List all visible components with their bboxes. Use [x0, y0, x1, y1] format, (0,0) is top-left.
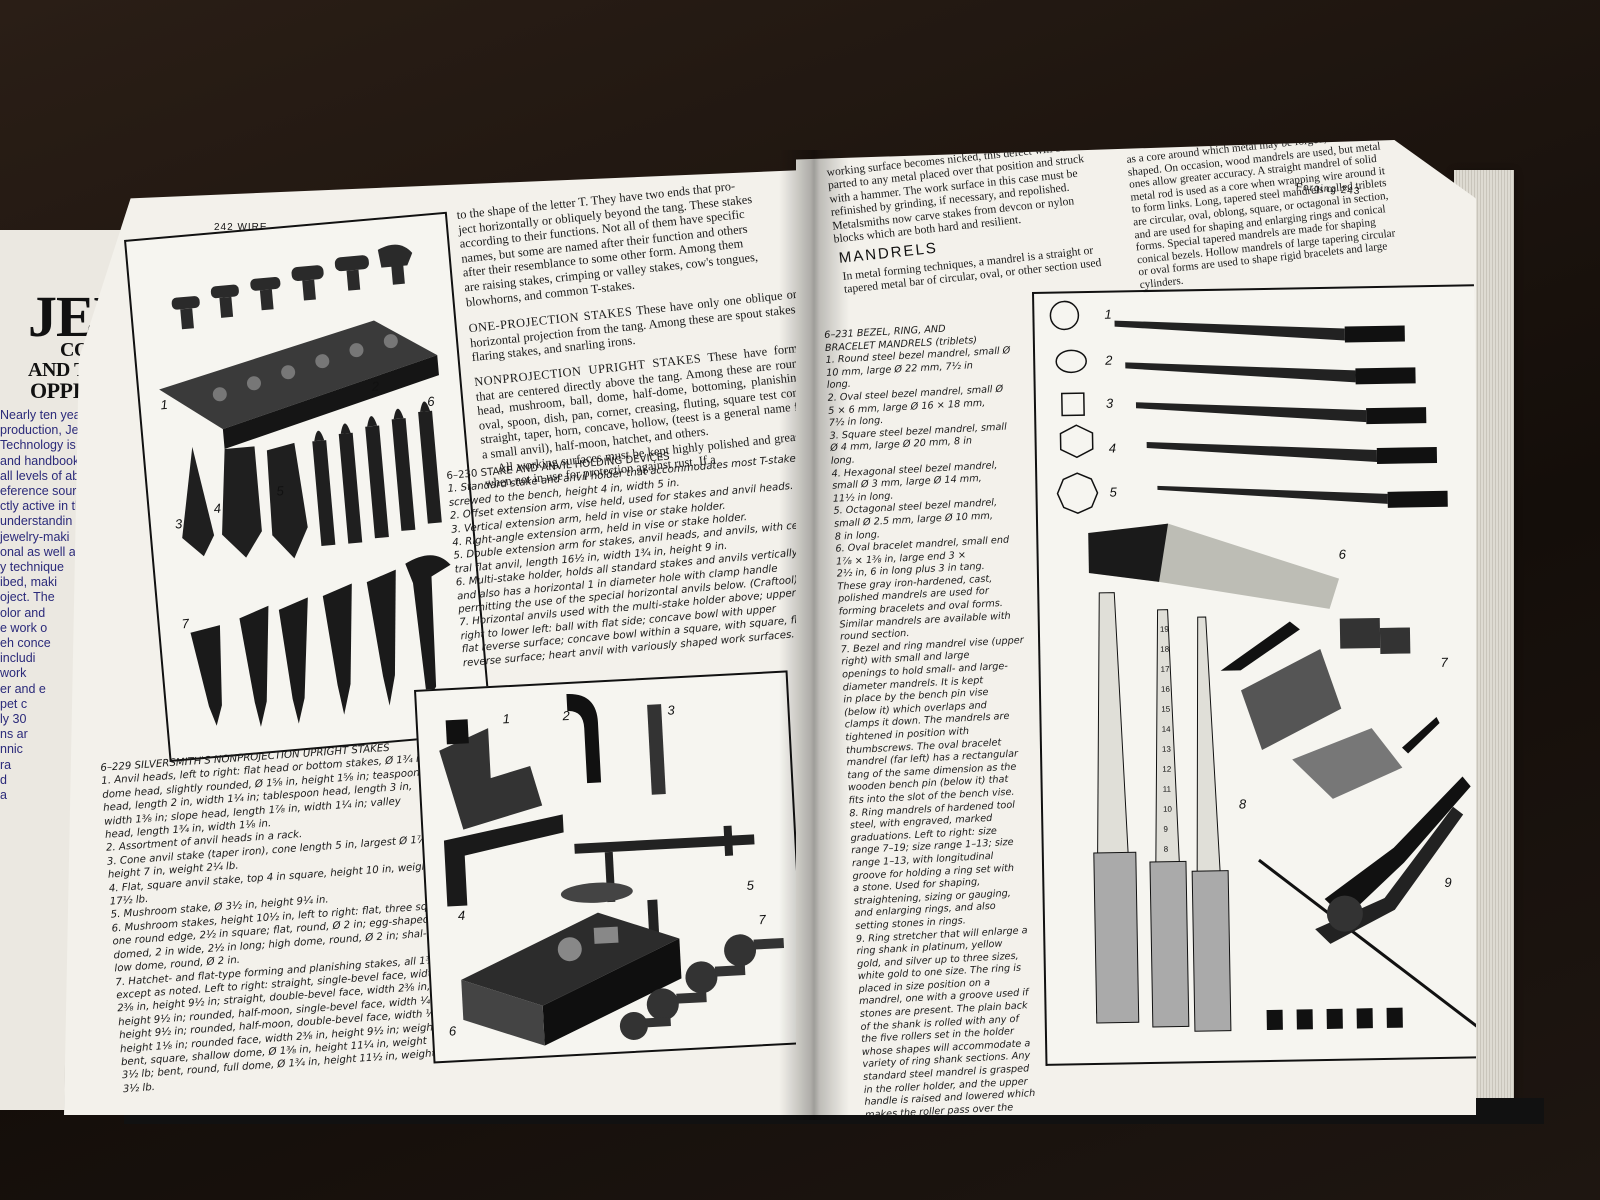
- plate230-label-7: 7: [758, 912, 767, 927]
- plate230-label-3: 3: [667, 702, 676, 717]
- plate231-label-9: 9: [1444, 875, 1451, 890]
- cover-blurb-line: ctly active in th: [0, 499, 82, 514]
- plate229-label-7: 7: [181, 616, 190, 632]
- cover-blurb-line: nnic: [0, 742, 23, 757]
- offset-arm-icon: [566, 694, 602, 784]
- mandrel-icon: [1114, 320, 1448, 508]
- stake-icon: [182, 401, 442, 559]
- cover-blurb-line: ibed, maki: [0, 575, 57, 590]
- plate231-label-5: 5: [1109, 485, 1117, 500]
- plate231-label-6: 6: [1338, 547, 1346, 562]
- plate229-label-5: 5: [276, 483, 285, 499]
- section-shapes: [1049, 300, 1099, 515]
- plate229-label-4: 4: [213, 501, 222, 517]
- cover-blurb-line: ns ar: [0, 727, 28, 742]
- anvil-rack-icon: [159, 320, 439, 450]
- plate231-label-1: 1: [1104, 307, 1111, 322]
- cover-blurb-line: ly 30: [0, 712, 27, 727]
- plate229-label-1: 1: [160, 397, 169, 413]
- plate231-label-7: 7: [1440, 655, 1448, 670]
- right-page: Forging 243 working surface becomes nick…: [796, 140, 1476, 1115]
- cover-blurb-line: eference sourc: [0, 484, 83, 499]
- ring-scale-label: 18: [1160, 645, 1170, 654]
- left-running-head: 242 WIRE: [214, 222, 268, 233]
- horizontal-anvils-icon: [619, 934, 785, 1040]
- bracelet-mandrel-icon: [1088, 523, 1340, 609]
- cover-blurb-line: onal as well a: [0, 544, 76, 559]
- cover-blurb-line: e work o: [0, 620, 48, 635]
- ring-scale-label: 12: [1162, 765, 1172, 774]
- ring-scale-label: 8: [1164, 845, 1169, 854]
- cover-blurb-line: eh conce: [0, 636, 51, 651]
- cover-blurb-line: Technology is th: [0, 438, 90, 453]
- cover-blurb-line: er and e: [0, 681, 46, 696]
- anvil-head-icon: [171, 244, 413, 330]
- cover-blurb-line: and handbook fo: [0, 453, 94, 468]
- plate229-label-6: 6: [427, 394, 436, 410]
- right-intro-column: working surface becomes nicked, this def…: [826, 140, 1103, 246]
- ring-scale-label: 10: [1163, 805, 1173, 814]
- cover-blurb-line: y technique: [0, 560, 64, 575]
- plate231-label-8: 8: [1239, 796, 1247, 811]
- cover-blurb-line: d: [0, 772, 7, 787]
- plate229-label-2: 2: [370, 378, 380, 394]
- vise-icon: [1220, 617, 1440, 799]
- ring-scale-label: 14: [1162, 725, 1172, 734]
- ring-scale-label: 13: [1162, 745, 1172, 754]
- cover-blurb-line: all levels of abili: [0, 468, 88, 483]
- stake-holder-icon: [439, 719, 543, 830]
- cover-blurb-line: jewelry-maki: [0, 529, 70, 544]
- plate230-label-4: 4: [457, 908, 465, 923]
- multi-stake-holder-icon: [461, 882, 682, 1046]
- plate231-label-3: 3: [1106, 396, 1114, 411]
- holding-devices-illustration: 1 2 3 4 5 6 7: [439, 694, 785, 1046]
- plate230-label-6: 6: [449, 1023, 458, 1038]
- hatchet-stake-icon: [190, 555, 451, 727]
- figure-6-230-plate: 1 2 3 4 5 6 7: [414, 670, 804, 1064]
- plate230-label-2: 2: [561, 708, 571, 723]
- cover-blurb-line: a: [0, 788, 7, 803]
- ring-scale-label: 9: [1163, 825, 1168, 834]
- cover-blurb-line: includi: [0, 651, 36, 666]
- cover-blurb-line: pet c: [0, 696, 28, 711]
- right-text-column: as a core around which metal may be forg…: [1126, 140, 1429, 292]
- stakes-illustration: 1 2 3 4 5 6 7: [159, 244, 451, 727]
- ring-stretcher-icon: [1258, 776, 1476, 1031]
- ring-mandrel-icon: [1093, 592, 1232, 1032]
- figure-6-229-plate: 1 2 3 4 5 6 7: [124, 211, 493, 763]
- cover-blurb-line: production, Jew: [0, 423, 88, 438]
- cover-blurb-line: Nearly ten years: [0, 408, 92, 422]
- open-book: 242 WIRE: [64, 140, 1544, 1124]
- vertical-arm-icon: [647, 704, 666, 795]
- plate231-label-4: 4: [1109, 441, 1116, 456]
- ring-scale-label: 11: [1163, 785, 1172, 794]
- cover-blurb-line: oject. The: [0, 590, 55, 605]
- figure-6-229-caption: 6–229 SILVERSMITH'S NONPROJECTION UPRIGH…: [100, 740, 443, 1097]
- ring-scale-label: 16: [1161, 685, 1171, 694]
- cover-blurb-line: ra: [0, 757, 12, 772]
- plate230-label-1: 1: [502, 711, 510, 726]
- plate231-label-2: 2: [1104, 353, 1113, 368]
- ring-scale-label: 15: [1161, 705, 1171, 714]
- cover-blurb-line: understandin: [0, 514, 73, 529]
- cover-blurb-line: work: [0, 666, 27, 681]
- left-page: 242 WIRE: [64, 170, 804, 1115]
- ring-scale-labels: 8 9 10 11 12 13 14 15 16 17 18 19: [1160, 625, 1173, 854]
- ring-scale-label: 19: [1160, 625, 1170, 634]
- plate230-label-5: 5: [746, 877, 755, 892]
- plate229-label-3: 3: [174, 516, 183, 532]
- cover-blurb-line: olor and: [0, 605, 46, 620]
- right-angle-arm-icon: [443, 814, 564, 907]
- ring-scale-label: 17: [1161, 665, 1171, 674]
